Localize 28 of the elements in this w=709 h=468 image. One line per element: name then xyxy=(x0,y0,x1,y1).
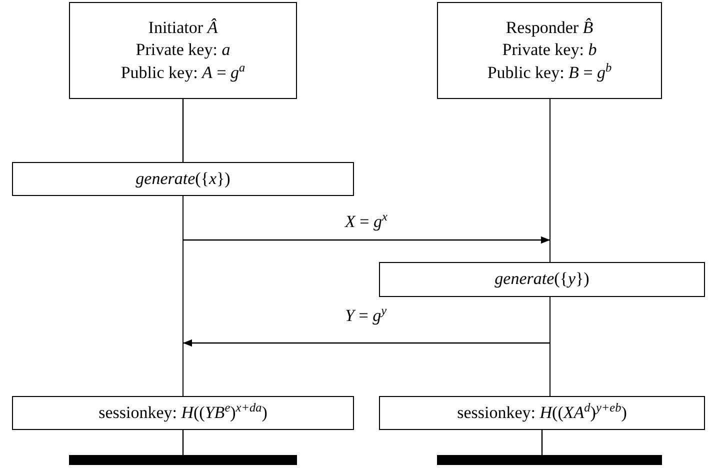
edge-label: X = g$^{x}$ xyxy=(343,212,390,232)
process-box xyxy=(12,162,354,196)
message-arrow xyxy=(183,339,550,347)
box-text: sessionkey: H((XA$^{d}$)$^{y+eb}$) xyxy=(457,402,627,424)
lifeline xyxy=(180,196,186,396)
box-text: Private key: a xyxy=(136,39,230,62)
box-text: Public key: A = g$^{a}$ xyxy=(120,62,246,84)
end-bar xyxy=(69,455,297,465)
lifeline xyxy=(547,297,553,396)
box-text: sessionkey: H((YB$^{e}$)$^{x+da}$) xyxy=(98,402,268,424)
process-box xyxy=(379,262,705,297)
box-text: Private key: b xyxy=(502,39,597,62)
lifeline xyxy=(547,99,553,262)
end-bar xyxy=(437,455,662,465)
process-box xyxy=(12,396,354,430)
process-box xyxy=(379,396,705,430)
lifeline xyxy=(541,430,543,455)
lifeline xyxy=(182,430,184,455)
box-text: generate({x}) xyxy=(136,168,230,190)
message-arrow xyxy=(183,236,550,244)
process-box xyxy=(437,2,662,99)
box-text: Responder B̂ xyxy=(506,17,594,40)
box-text: Public key: B = g$^{b}$ xyxy=(487,62,612,84)
process-box xyxy=(69,2,297,99)
box-text: generate({y}) xyxy=(494,268,590,290)
box-text: Initiator Â xyxy=(148,17,218,40)
edge-label: Y = g$^{y}$ xyxy=(343,306,388,326)
lifeline xyxy=(182,99,184,162)
